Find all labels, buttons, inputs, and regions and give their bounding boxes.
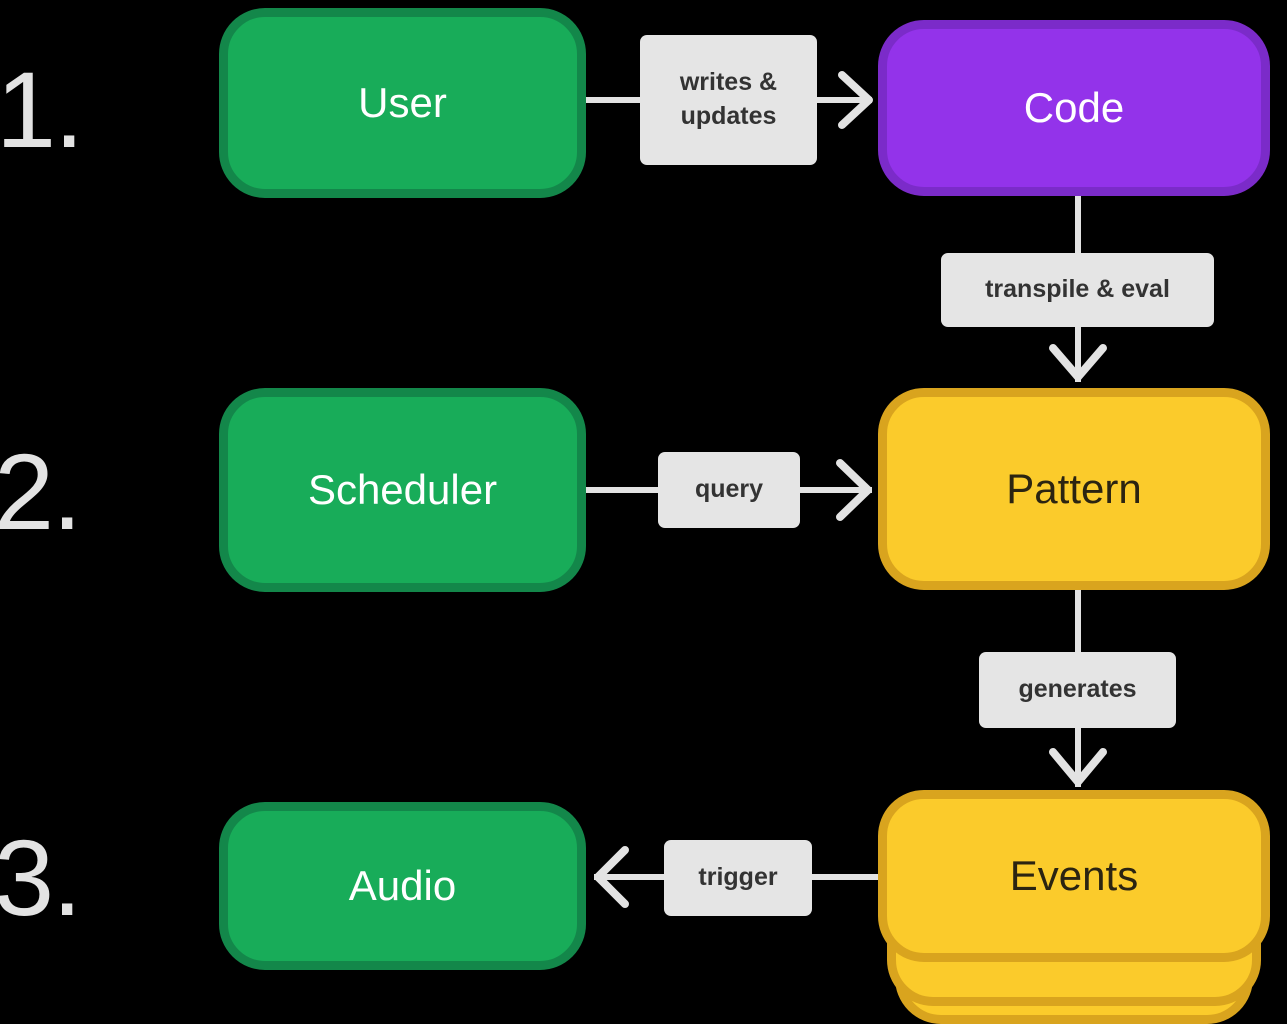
edge-label-query: query (658, 452, 800, 528)
edge-label-writes-updates: writes & updates (640, 35, 817, 165)
arrowhead-down-icon (1049, 344, 1107, 381)
node-events-label: Events (878, 790, 1270, 962)
arrowhead-right-icon (836, 459, 872, 521)
edge-label-transpile-eval: transpile & eval (941, 253, 1214, 327)
step-number-1: 1. (0, 49, 84, 170)
node-scheduler[interactable]: Scheduler (219, 388, 586, 592)
arrowhead-right-icon (838, 71, 873, 129)
edge-label-generates: generates (979, 652, 1176, 728)
step-number-3: 3. (0, 817, 82, 938)
node-pattern[interactable]: Pattern (878, 388, 1270, 590)
step-number-2: 2. (0, 431, 82, 552)
node-events[interactable]: Events (878, 790, 1270, 1024)
arrowhead-left-icon (594, 846, 629, 908)
node-audio[interactable]: Audio (219, 802, 586, 970)
node-code[interactable]: Code (878, 20, 1270, 196)
arrowhead-down-icon (1049, 748, 1107, 786)
edge-label-trigger: trigger (664, 840, 812, 916)
node-user[interactable]: User (219, 8, 586, 198)
